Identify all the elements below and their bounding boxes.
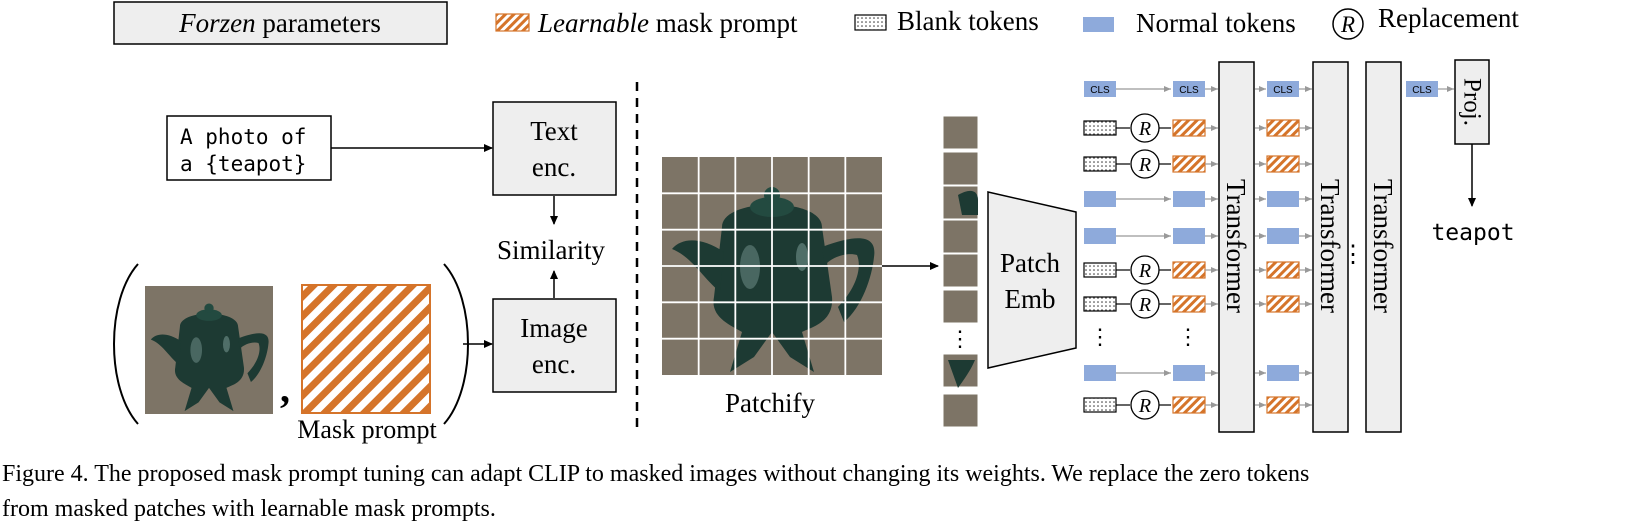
normal-token [1173,191,1205,207]
output-cls-token [1406,81,1438,97]
text-encoder-box [492,101,617,196]
text-prompt-box [166,115,332,181]
transformer-label-3: Transformer [1368,179,1398,313]
replacement-symbol: R [1138,395,1151,417]
patch-column-cell [942,253,979,288]
legend-frozen-swatch [113,1,448,45]
patch-grid [662,157,882,375]
image-encoder-label-1: Image [520,313,587,343]
replacement-symbol: R [1138,118,1151,140]
caption-line-1: Figure 4. The proposed mask prompt tunin… [2,461,1310,487]
patch-column-teapot-piece [958,190,978,215]
replacement-symbol: R [1138,260,1151,282]
transformer-block-3 [1365,61,1402,433]
patch-column-teapot-piece [948,360,975,388]
normal-token [1084,191,1116,207]
legend-replacement-icon [1332,8,1364,40]
legend-blank-swatch [854,14,887,31]
text-encoder-label-2: enc. [532,152,576,182]
normal-token [1267,228,1299,244]
patch-emb-label-2: Emb [1005,284,1056,314]
transformer-block-1 [1218,61,1255,433]
similarity-label: Similarity [497,235,606,265]
blank-token [1083,120,1117,136]
mask-prompt-token [1266,119,1300,137]
projection-block [1454,59,1490,145]
figure-diagram: Forzen parameters Learnable mask prompt … [113,1,1519,444]
mask-prompt-label: Mask prompt [297,415,437,444]
cls-token [1084,81,1116,97]
normal-token [1173,228,1205,244]
patch-column-cell [942,219,979,254]
cls-token [1173,81,1205,97]
mask-prompt-token [1266,295,1300,313]
mask-prompt-token [1172,396,1206,414]
patchify-label: Patchify [725,388,815,418]
blank-token [1083,156,1117,172]
token-ellipsis: ⋮ [1177,324,1199,349]
transformer-label-1: Transformer [1221,179,1251,313]
normal-token [1267,191,1299,207]
text-prompt-line2: a {teapot} [180,152,306,176]
mask-prompt-token [1172,119,1206,137]
legend-normal-swatch [1083,17,1114,32]
mask-prompt-image [301,284,431,414]
comma-separator: , [280,366,290,411]
patch-column [942,115,979,428]
patch-column-ellipsis: ⋮ [949,326,971,351]
text-encoder-label-1: Text [530,116,578,146]
caption-line-2: from masked patches with learnable mask … [2,496,496,522]
image-encoder-label-2: enc. [532,349,576,379]
cls-token [1267,81,1299,97]
patch-column-cell [942,115,979,150]
patch-column-cell [942,393,979,428]
mask-prompt-token [1266,155,1300,173]
cls-token-label: CLS [1273,85,1293,96]
legend-learnable-swatch [495,13,530,32]
legend-frozen-label: Forzen parameters [178,8,381,38]
legend-learnable-label: Learnable mask prompt [537,8,798,38]
output-cls-label: CLS [1412,85,1432,96]
normal-token [1084,365,1116,381]
mask-prompt-token [1266,396,1300,414]
legend-replacement-symbol: R [1340,12,1355,37]
cls-token-label: CLS [1090,85,1110,96]
patch-embedding-block [987,191,1077,369]
figure-caption: Figure 4. The proposed mask prompt tunin… [2,457,1650,527]
mask-prompt-token [1172,261,1206,279]
normal-token [1267,365,1299,381]
projection-label: Proj. [1459,78,1486,126]
replacement-symbol: R [1138,294,1151,316]
transformer-ellipsis: ⋮ [1341,242,1365,268]
text-prompt-line1: A photo of [180,125,306,149]
replacement-symbol: R [1138,154,1151,176]
legend-replacement-label: Replacement [1378,3,1519,33]
blank-token [1083,397,1117,413]
output-label: teapot [1431,220,1514,246]
masked-image-thumbnail [145,286,273,414]
blank-token [1083,296,1117,312]
image-encoder-box [492,298,617,393]
left-panel: A photo of a {teapot} Text enc. Similari… [113,101,617,444]
mask-prompt-token [1172,155,1206,173]
patch-column-cell [942,289,979,324]
mask-prompt-token [1172,295,1206,313]
normal-token [1173,365,1205,381]
normal-token [1084,228,1116,244]
transformer-block-2 [1312,61,1349,433]
cls-token-label: CLS [1179,85,1199,96]
legend: Forzen parameters Learnable mask prompt … [113,1,1519,45]
left-paren [113,263,139,425]
token-ellipsis: ⋮ [1089,324,1111,349]
patch-emb-label-1: Patch [1000,248,1060,278]
patch-column-cell [942,151,979,186]
transformer-label-2: Transformer [1315,179,1345,313]
legend-normal-label: Normal tokens [1136,8,1296,38]
mask-prompt-token [1266,261,1300,279]
legend-blank-label: Blank tokens [897,6,1039,36]
blank-token [1083,262,1117,278]
